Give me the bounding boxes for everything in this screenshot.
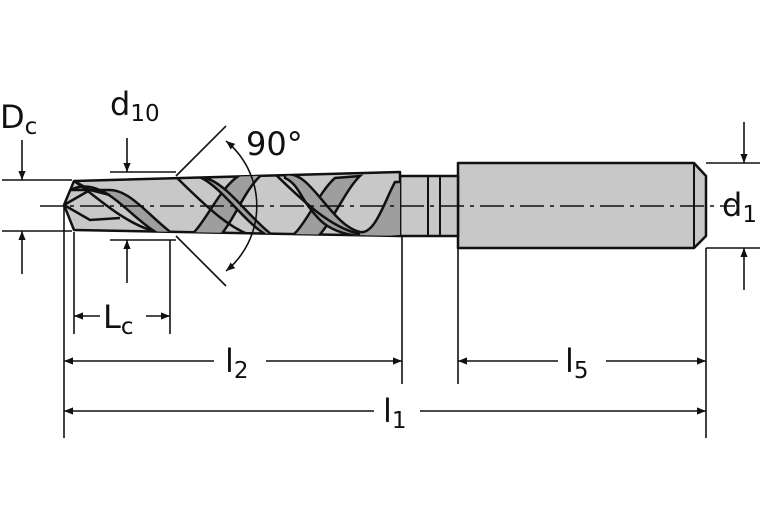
label-l5: l5 [565,342,589,384]
drill-point [63,179,121,222]
angle-arc [225,140,258,272]
label-angle: 90° [246,125,303,163]
label-dc: Dc [0,98,37,140]
angle-leg-top [175,125,227,177]
label-d1: d1 [722,186,757,228]
label-lc: Lc [103,298,133,340]
label-l2: l2 [225,342,249,384]
label-d10: d10 [110,85,160,127]
label-l1: l1 [383,392,407,434]
flutes [69,172,400,236]
angle-leg-bottom [175,235,227,287]
